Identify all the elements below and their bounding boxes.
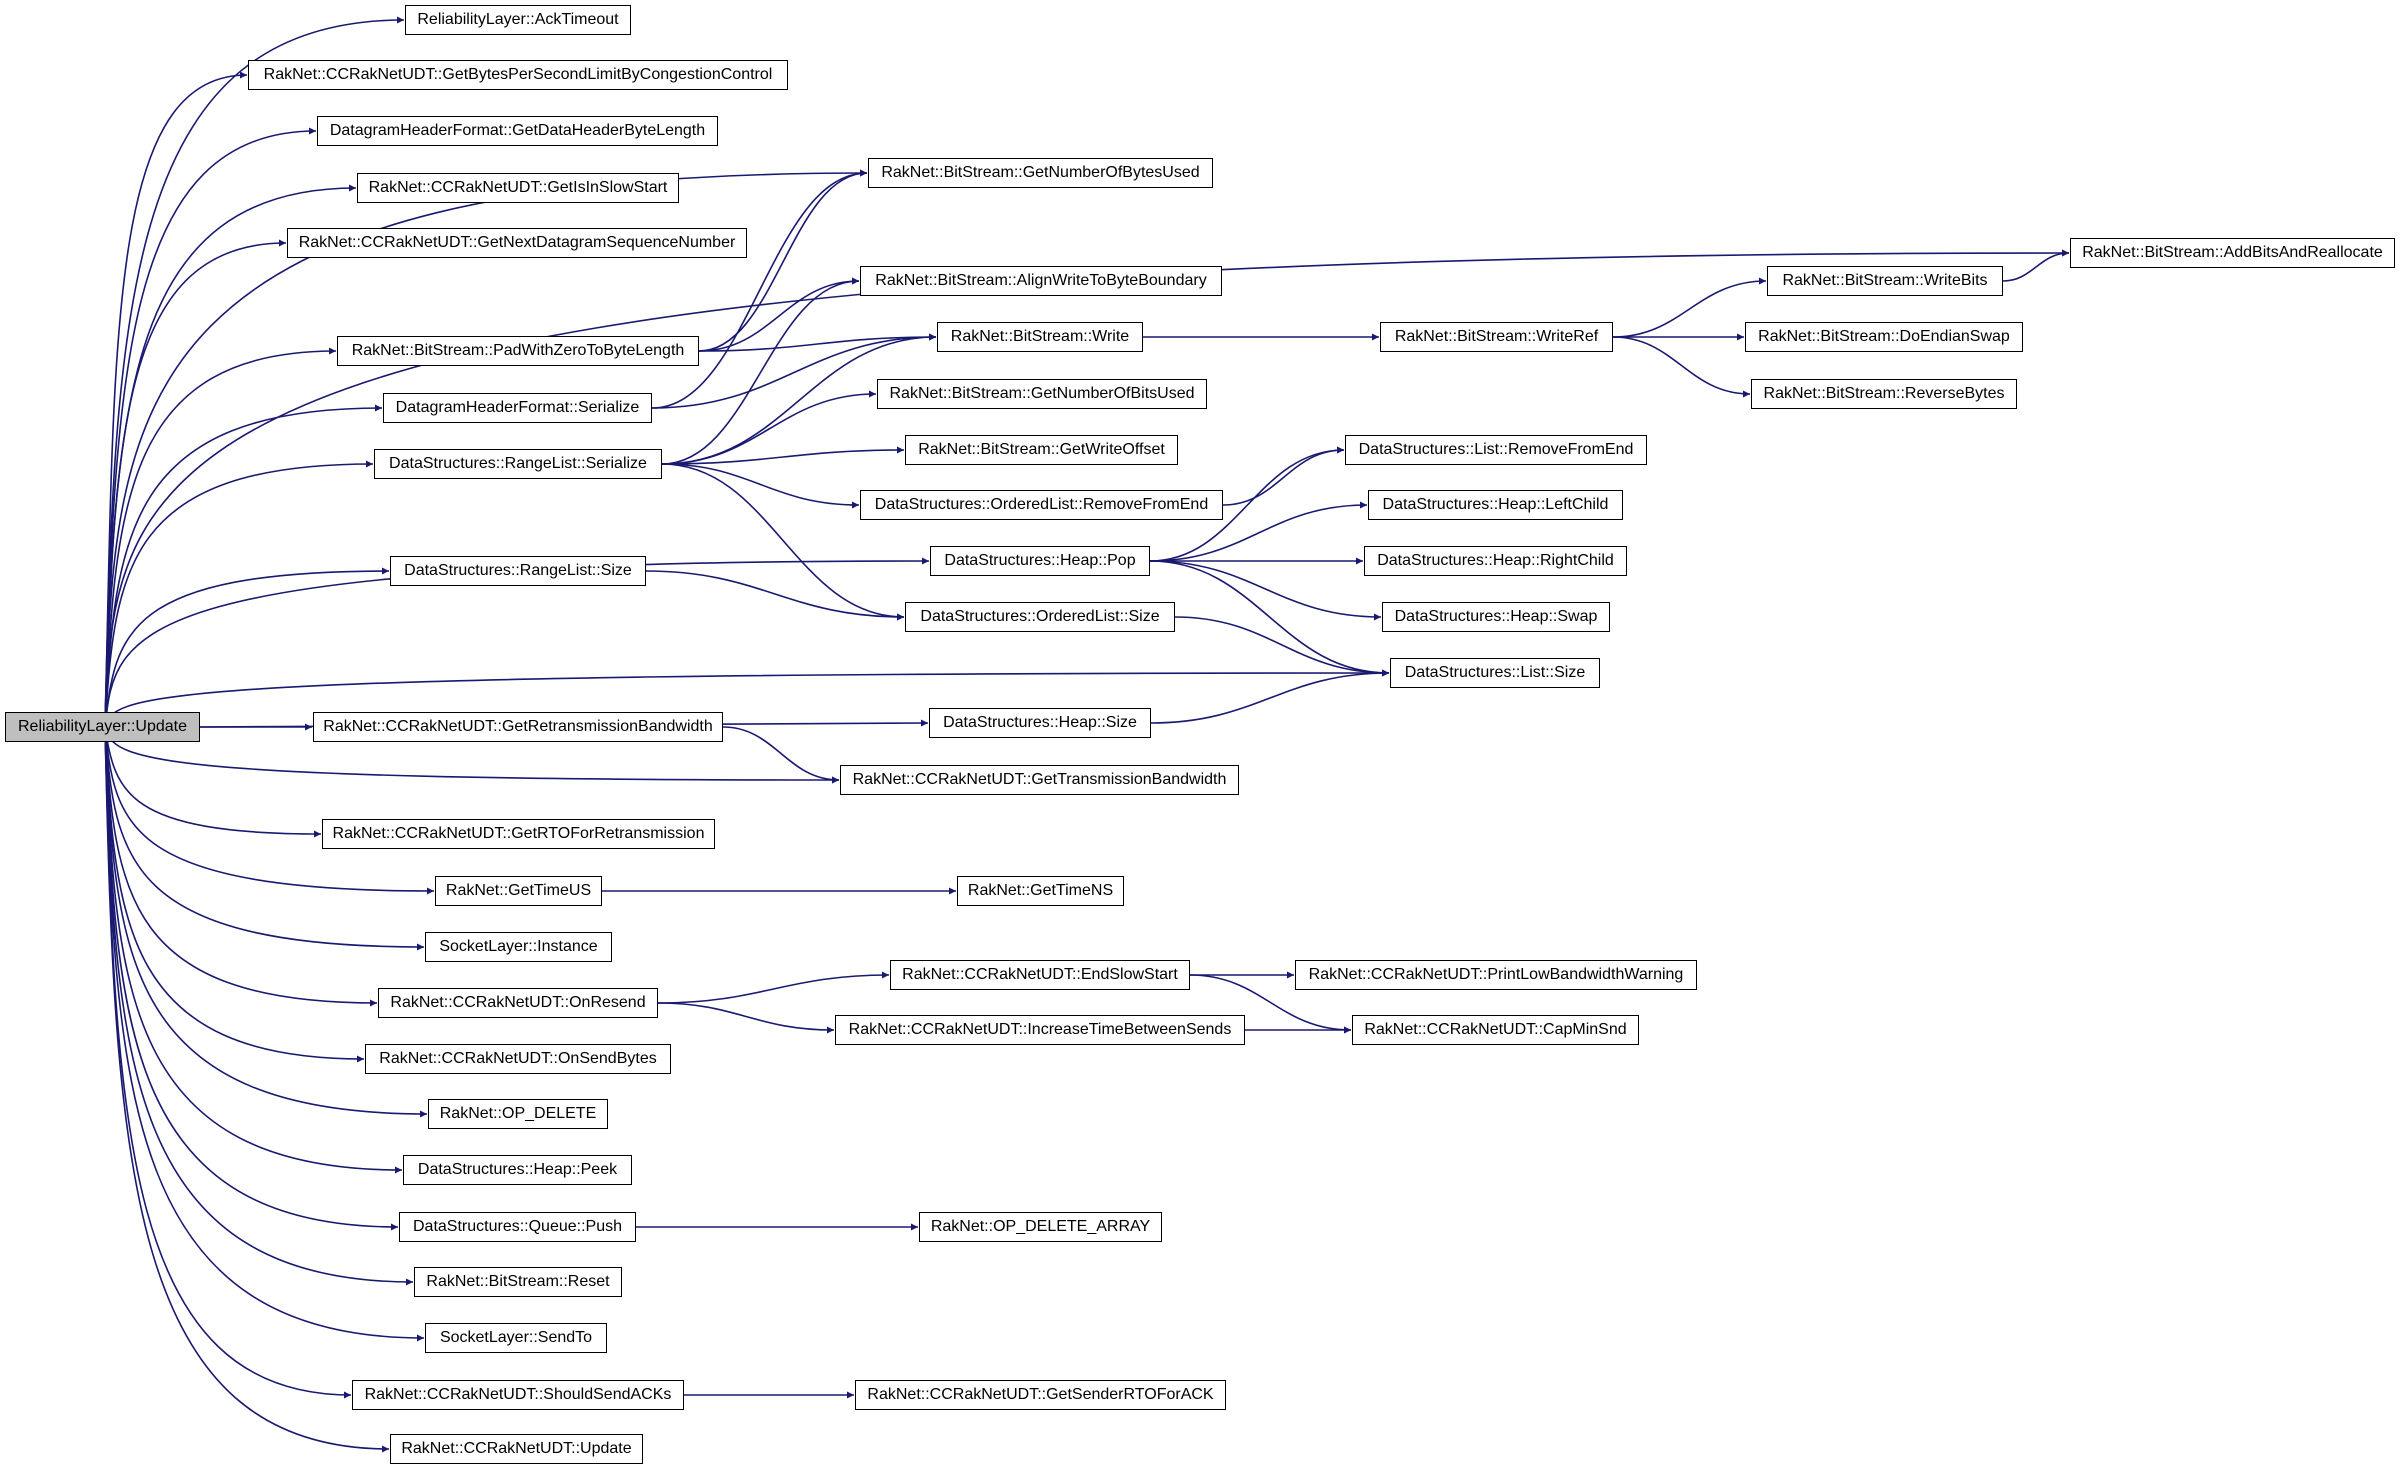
edge-root-to-rangeListSerialize — [104, 460, 374, 728]
node-print-low-bandwidth-warning[interactable]: RakNet::CCRakNetUDT::PrintLowBandwidthWa… — [1295, 960, 1697, 990]
node-get-write-offset[interactable]: RakNet::BitStream::GetWriteOffset — [905, 435, 1178, 465]
node-range-list-serialize[interactable]: DataStructures::RangeList::Serialize — [374, 449, 662, 479]
edge-padWithZero-to-getNumberOfBytesUsed — [698, 169, 868, 352]
edge-orderedListSize-to-listSize — [1174, 616, 1390, 677]
node-write-ref[interactable]: RakNet::BitStream::WriteRef — [1380, 322, 1613, 352]
edge-root-to-padWithZero — [104, 347, 337, 728]
node-get-retransmission-bandwidth[interactable]: RakNet::CCRakNetUDT::GetRetransmissionBa… — [313, 712, 723, 742]
edge-writeBits-to-addBitsAndReallocate — [2002, 249, 2070, 282]
edge-heapSize-to-listSize — [1150, 669, 1390, 724]
node-get-time-ns[interactable]: RakNet::GetTimeNS — [957, 876, 1124, 906]
node-list-remove-from-end[interactable]: DataStructures::List::RemoveFromEnd — [1345, 435, 1647, 465]
edge-root-to-getDataHeaderByteLength — [104, 127, 317, 728]
node-heap-swap[interactable]: DataStructures::Heap::Swap — [1382, 602, 1610, 632]
node-get-data-header-byte-length[interactable]: DatagramHeaderFormat::GetDataHeaderByteL… — [317, 116, 718, 146]
edge-root-to-getRTOForRetransmission — [104, 726, 322, 838]
edge-root-to-onResend — [104, 726, 378, 1007]
node-range-list-size[interactable]: DataStructures::RangeList::Size — [390, 556, 646, 586]
edge-root-to-heapPeek — [104, 726, 403, 1174]
node-ordered-list-remove-from-end[interactable]: DataStructures::OrderedList::RemoveFromE… — [860, 490, 1223, 520]
node-heap-pop[interactable]: DataStructures::Heap::Pop — [930, 546, 1150, 576]
edge-rangeListSerialize-to-orderedRemoveFromEnd — [661, 463, 860, 509]
node-get-transmission-bandwidth[interactable]: RakNet::CCRakNetUDT::GetTransmissionBand… — [840, 765, 1239, 795]
node-align-write-to-byte-boundary[interactable]: RakNet::BitStream::AlignWriteToByteBound… — [860, 266, 1222, 296]
edge-root-to-getNextDatagramSeq — [104, 239, 287, 728]
edge-root-to-opDelete — [104, 726, 428, 1118]
edge-rangeListSerialize-to-orderedListSize — [661, 463, 905, 621]
edge-root-to-bsReset — [104, 726, 414, 1286]
edge-endSlowStart-to-capMinSnd — [1189, 974, 1352, 1034]
node-heap-right-child[interactable]: DataStructures::Heap::RightChild — [1364, 546, 1627, 576]
node-on-send-bytes[interactable]: RakNet::CCRakNetUDT::OnSendBytes — [365, 1044, 671, 1074]
edge-dhfSerialize-to-getNumberOfBytesUsed — [651, 169, 868, 409]
edge-rangeListSerialize-to-alignWrite — [661, 277, 860, 465]
node-root[interactable]: ReliabilityLayer::Update — [5, 712, 200, 742]
node-list-size[interactable]: DataStructures::List::Size — [1390, 658, 1600, 688]
edge-rangeListSerialize-to-getNumberOfBitsUsed — [661, 390, 877, 465]
edge-heapPop-to-listSize — [1149, 560, 1390, 677]
edge-root-to-getIsInSlowStart — [104, 184, 357, 728]
edge-writeRef-to-writeBits — [1612, 277, 1767, 338]
node-add-bits-and-reallocate[interactable]: RakNet::BitStream::AddBitsAndReallocate — [2070, 238, 2395, 268]
node-ccraknetudt-update[interactable]: RakNet::CCRakNetUDT::Update — [390, 1434, 643, 1464]
node-on-resend[interactable]: RakNet::CCRakNetUDT::OnResend — [378, 988, 658, 1018]
node-increase-time-between-sends[interactable]: RakNet::CCRakNetUDT::IncreaseTimeBetween… — [835, 1015, 1245, 1045]
node-should-send-acks[interactable]: RakNet::CCRakNetUDT::ShouldSendACKs — [352, 1380, 684, 1410]
node-reverse-bytes[interactable]: RakNet::BitStream::ReverseBytes — [1751, 379, 2017, 409]
node-ordered-list-size[interactable]: DataStructures::OrderedList::Size — [905, 602, 1175, 632]
edge-onResend-to-endSlowStart — [657, 971, 890, 1004]
edge-root-to-onSendBytes — [104, 726, 365, 1063]
edge-root-to-socketInstance — [104, 726, 425, 951]
edge-padWithZero-to-alignWrite — [698, 277, 860, 352]
node-pad-with-zero-to-byte-length[interactable]: RakNet::BitStream::PadWithZeroToByteLeng… — [337, 336, 699, 366]
edge-dhfSerialize-to-bsWrite — [651, 333, 937, 409]
edge-padWithZero-to-bsWrite — [698, 333, 937, 352]
node-get-time-us[interactable]: RakNet::GetTimeUS — [435, 876, 602, 906]
edge-getRetransmissionBandwidth-to-getTransmissionBandwidth — [722, 726, 840, 784]
node-heap-left-child[interactable]: DataStructures::Heap::LeftChild — [1368, 490, 1623, 520]
edge-rangeListSize-to-orderedListSize — [645, 570, 905, 621]
edge-root-to-getBytesPerSecondLimit — [104, 71, 248, 728]
node-get-bytes-per-second-limit[interactable]: RakNet::CCRakNetUDT::GetBytesPerSecondLi… — [248, 60, 788, 90]
edge-writeRef-to-reverseBytes — [1612, 336, 1751, 398]
edge-rangeListSerialize-to-getWriteOffset — [661, 446, 905, 465]
edge-orderedRemoveFromEnd-to-listRemoveFromEnd — [1222, 446, 1345, 506]
edge-heapPop-to-listRemoveFromEnd — [1149, 446, 1345, 562]
edge-root-to-getTimeUS — [104, 726, 435, 895]
node-get-rto-for-retransmission[interactable]: RakNet::CCRakNetUDT::GetRTOForRetransmis… — [322, 819, 715, 849]
node-op-delete[interactable]: RakNet::OP_DELETE — [428, 1099, 608, 1129]
node-bitstream-write[interactable]: RakNet::BitStream::Write — [937, 322, 1143, 352]
node-heap-size[interactable]: DataStructures::Heap::Size — [929, 708, 1151, 738]
edge-heapPop-to-heapLeftChild — [1149, 501, 1368, 562]
node-get-is-in-slow-start[interactable]: RakNet::CCRakNetUDT::GetIsInSlowStart — [357, 173, 679, 203]
node-socket-layer-instance[interactable]: SocketLayer::Instance — [425, 932, 612, 962]
edge-root-to-dhfSerialize — [104, 404, 383, 728]
node-datagram-header-serialize[interactable]: DatagramHeaderFormat::Serialize — [383, 393, 652, 423]
node-queue-push[interactable]: DataStructures::Queue::Push — [399, 1212, 636, 1242]
edge-root-to-udtUpdate — [104, 726, 390, 1453]
node-bitstream-reset[interactable]: RakNet::BitStream::Reset — [414, 1267, 622, 1297]
edge-root-to-rangeListSize — [104, 567, 390, 728]
node-get-number-of-bits-used[interactable]: RakNet::BitStream::GetNumberOfBitsUsed — [877, 379, 1207, 409]
node-heap-peek[interactable]: DataStructures::Heap::Peek — [403, 1155, 632, 1185]
edge-root-to-addBitsAndReallocate — [104, 249, 2070, 728]
edge-root-to-ackTimeout — [104, 16, 405, 728]
node-write-bits[interactable]: RakNet::BitStream::WriteBits — [1767, 266, 2003, 296]
node-do-endian-swap[interactable]: RakNet::BitStream::DoEndianSwap — [1745, 322, 2023, 352]
node-cap-min-snd[interactable]: RakNet::CCRakNetUDT::CapMinSnd — [1352, 1015, 1639, 1045]
edge-onResend-to-increaseTimeBetweenSends — [657, 1002, 835, 1034]
node-end-slow-start[interactable]: RakNet::CCRakNetUDT::EndSlowStart — [890, 960, 1190, 990]
node-get-number-of-bytes-used[interactable]: RakNet::BitStream::GetNumberOfBytesUsed — [868, 158, 1213, 188]
node-socket-layer-send-to[interactable]: SocketLayer::SendTo — [425, 1323, 607, 1353]
edge-heapPop-to-heapSwap — [1149, 560, 1382, 621]
node-get-next-datagram-sequence-number[interactable]: RakNet::CCRakNetUDT::GetNextDatagramSequ… — [287, 228, 747, 258]
node-ack-timeout[interactable]: ReliabilityLayer::AckTimeout — [405, 5, 631, 35]
node-op-delete-array[interactable]: RakNet::OP_DELETE_ARRAY — [919, 1212, 1162, 1242]
node-get-sender-rto-for-ack[interactable]: RakNet::CCRakNetUDT::GetSenderRTOForACK — [855, 1380, 1226, 1410]
